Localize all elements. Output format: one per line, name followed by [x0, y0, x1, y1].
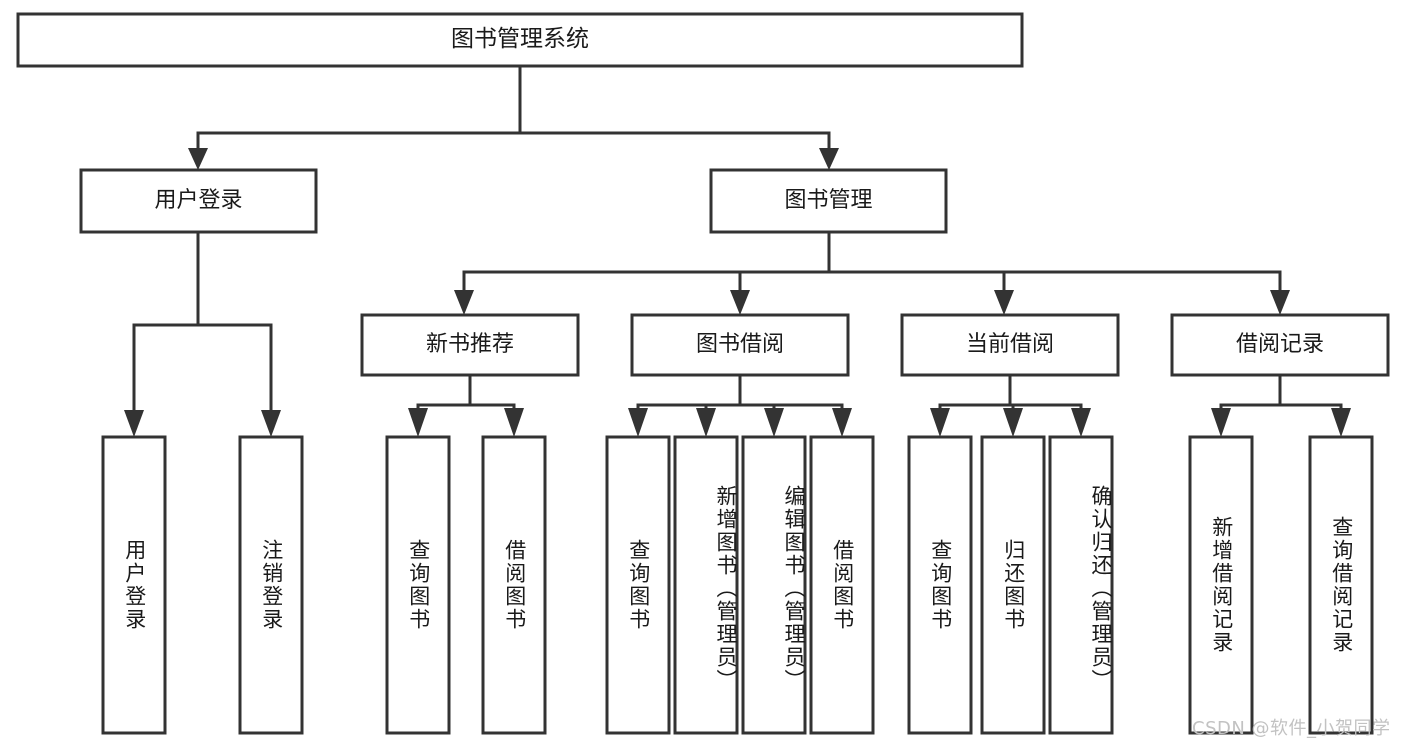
- arrow-to-leaf-edit-book: [764, 408, 784, 437]
- connector-group-current-borrow: [930, 373, 1091, 437]
- node-box-leaf-borrow-book-2[interactable]: [809, 435, 875, 735]
- arrow-to-leaf-query-book-1: [408, 408, 428, 437]
- arrow-root-to-user-login: [188, 148, 208, 170]
- arrow-to-leaf-add-book: [696, 408, 716, 437]
- connector-group-book-manage: [454, 230, 1290, 315]
- node-box-leaf-query-record[interactable]: [1308, 435, 1374, 735]
- connector-group-new-book-recommend: [408, 373, 524, 437]
- arrow-to-leaf-confirm-return: [1071, 408, 1091, 437]
- node-box-leaf-logout[interactable]: [238, 435, 304, 735]
- node-box-leaf-borrow-book-1[interactable]: [481, 435, 547, 735]
- node-box-root[interactable]: [16, 12, 1024, 68]
- connector-group-borrow-record: [1211, 373, 1351, 437]
- node-box-leaf-user-login[interactable]: [101, 435, 167, 735]
- arrow-root-to-book-manage: [819, 148, 839, 170]
- arrow-to-new-book-recommend: [454, 290, 474, 315]
- node-box-leaf-confirm-return[interactable]: [1048, 435, 1114, 735]
- node-box-leaf-add-book[interactable]: [673, 435, 739, 735]
- node-box-leaf-edit-book[interactable]: [741, 435, 807, 735]
- node-box-user-login[interactable]: [79, 168, 318, 234]
- arrow-to-leaf-query-book-2: [628, 408, 648, 437]
- node-box-current-borrow[interactable]: [900, 313, 1120, 377]
- connector-group-book-borrow: [628, 373, 852, 437]
- node-box-new-book-recommend[interactable]: [360, 313, 580, 377]
- arrow-to-current-borrow: [994, 290, 1014, 315]
- arrow-to-leaf-add-record: [1211, 408, 1231, 437]
- connector-group-user-login: [124, 230, 281, 437]
- arrow-to-leaf-logout: [261, 410, 281, 437]
- node-box-leaf-query-book-2[interactable]: [605, 435, 671, 735]
- node-box-leaf-add-record[interactable]: [1188, 435, 1254, 735]
- node-box-borrow-record[interactable]: [1170, 313, 1390, 377]
- arrow-to-book-borrow: [730, 290, 750, 315]
- arrow-to-leaf-query-record: [1331, 408, 1351, 437]
- connector-group-root: [188, 64, 839, 170]
- arrow-to-leaf-query-book-3: [930, 408, 950, 437]
- node-box-book-borrow[interactable]: [630, 313, 850, 377]
- arrow-to-borrow-record: [1270, 290, 1290, 315]
- arrow-to-leaf-borrow-book-1: [504, 408, 524, 437]
- arrow-to-leaf-borrow-book-2: [832, 408, 852, 437]
- node-box-leaf-query-book-1[interactable]: [385, 435, 451, 735]
- node-box-leaf-return-book[interactable]: [980, 435, 1046, 735]
- node-box-book-manage[interactable]: [709, 168, 948, 234]
- node-box-leaf-query-book-3[interactable]: [907, 435, 973, 735]
- arrow-to-leaf-user-login: [124, 410, 144, 437]
- arrow-to-leaf-return-book: [1003, 408, 1023, 437]
